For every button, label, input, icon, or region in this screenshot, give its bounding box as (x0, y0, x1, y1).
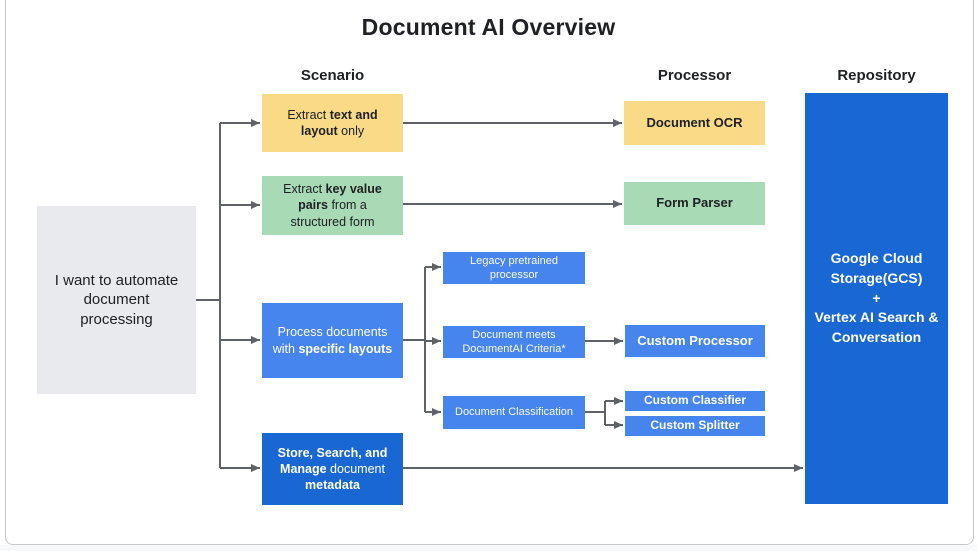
node-custom-processor-label: Custom Processor (637, 332, 753, 348)
node-extract-text-layout: Extract text and layout only (262, 94, 403, 152)
node-start: I want to automate document processing (37, 206, 196, 394)
node-legacy-pretrained-label: Legacy pretrained processor (469, 254, 559, 281)
node-legacy-pretrained: Legacy pretrained processor (443, 252, 585, 284)
node-document-classification: Document Classification (443, 396, 585, 429)
node-start-label: I want to automate document processing (54, 271, 179, 328)
node-process-documents-label: Process documents with specific layouts (272, 325, 393, 356)
column-header-repository: Repository (837, 67, 916, 84)
column-header-scenario: Scenario (300, 67, 365, 84)
node-document-classification-label: Document Classification (455, 406, 573, 419)
node-document-ocr: Document OCR (624, 101, 765, 145)
node-document-meets-criteria: Document meets DocumentAI Criteria* (443, 326, 585, 358)
node-custom-classifier-label: Custom Classifier (643, 393, 747, 408)
node-custom-splitter: Custom Splitter (625, 416, 765, 436)
edge-doc-class-fork (585, 401, 606, 425)
node-extract-key-value-label: Extract key value pairs from a structure… (283, 182, 382, 229)
node-document-meets-criteria-label: Document meets DocumentAI Criteria* (462, 328, 566, 355)
node-form-parser-label: Form Parser (656, 195, 733, 211)
node-store-search-manage: Store, Search, and Manage document metad… (262, 433, 403, 505)
page-background-strip (0, 545, 977, 551)
node-custom-processor: Custom Processor (625, 325, 765, 357)
page-title: Document AI Overview (361, 14, 616, 40)
node-custom-splitter-label: Custom Splitter (650, 418, 740, 433)
node-custom-classifier: Custom Classifier (625, 391, 765, 411)
node-repository-gcs-vertex: Google Cloud Storage(GCS) + Vertex AI Se… (805, 93, 948, 504)
node-store-search-manage-label: Store, Search, and Manage document metad… (277, 445, 388, 493)
column-header-processor: Processor (657, 67, 732, 84)
edge-process-docs-trunk (403, 267, 426, 412)
node-process-documents: Process documents with specific layouts (262, 303, 403, 378)
node-extract-text-layout-label: Extract text and layout only (287, 107, 378, 138)
node-form-parser: Form Parser (624, 182, 765, 225)
node-document-ocr-label: Document OCR (646, 114, 743, 130)
node-extract-key-value: Extract key value pairs from a structure… (262, 176, 403, 235)
node-repository-gcs-vertex-label: Google Cloud Storage(GCS) + Vertex AI Se… (814, 249, 939, 346)
